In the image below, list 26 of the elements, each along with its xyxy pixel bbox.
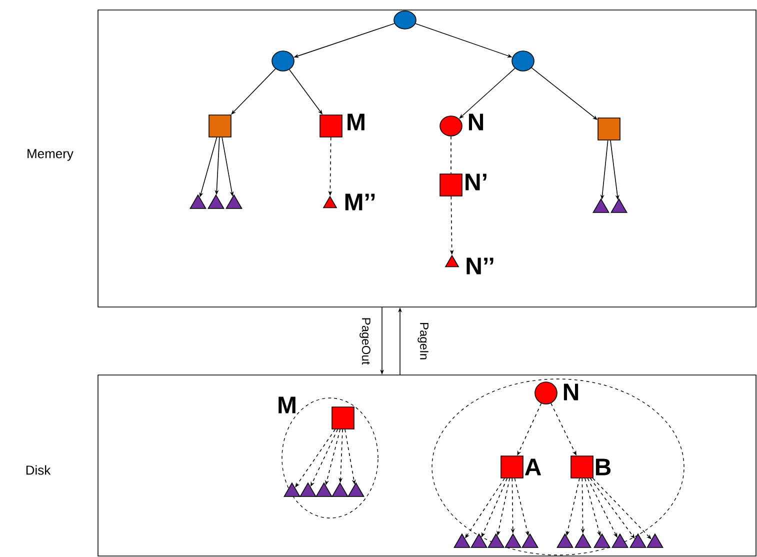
circle-node [394,10,416,30]
square-node: N’ [440,174,486,196]
node-label: M’’ [345,194,375,210]
circle-node: N [534,382,578,404]
node-label: A [524,458,542,476]
square-node: A [500,456,542,478]
circle-node: N [440,114,484,136]
square-node: B [570,456,611,478]
node-label: N’ [466,174,486,190]
node-label: Memery [28,149,74,161]
square-node [598,118,620,140]
triangle-node: M’’ [322,194,375,210]
square-node: M [320,114,364,138]
square-node [332,406,354,430]
node-label: N [468,114,484,130]
node-label: B [596,458,611,476]
node-label: N [564,384,578,400]
circle-node [272,50,294,72]
edge-label: PageIn [416,321,430,362]
circle-node [512,50,534,72]
node-label: N’’ [466,258,494,274]
edge-label: PageOut [358,316,372,366]
dashed-ellipse [432,378,684,556]
square-node [208,114,232,138]
node-label: Disk [26,465,51,475]
node-label: M [348,114,364,130]
